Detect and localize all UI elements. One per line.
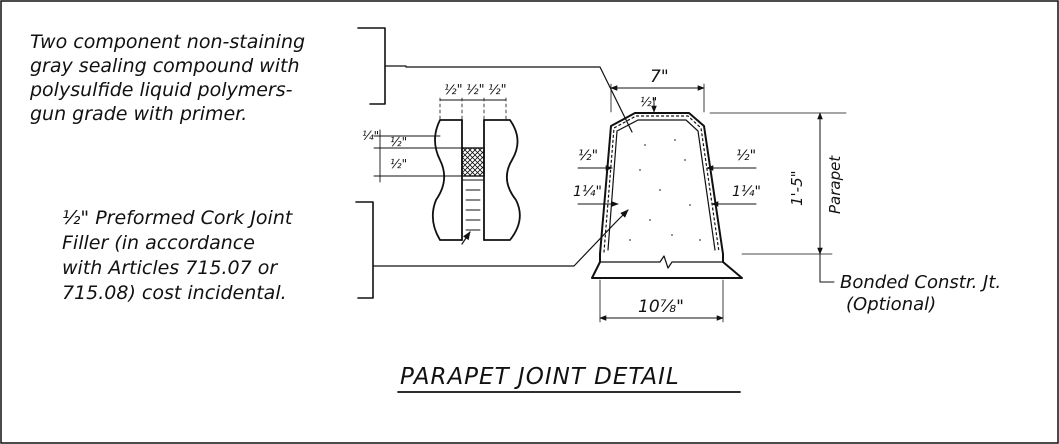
height-subtitle: Parapet <box>826 155 844 214</box>
drawing-title: PARAPET JOINT DETAIL <box>400 364 680 390</box>
filler-leader <box>372 221 617 267</box>
joint-dim-v2: ½" <box>390 135 407 149</box>
right-side-label: ½" <box>736 148 756 164</box>
sealant-note-line-2: gray sealing compound with <box>30 55 300 77</box>
joint-dim-guides <box>439 97 507 121</box>
top-width-label: 7" <box>650 67 669 87</box>
joint-filler-arrow <box>461 231 471 245</box>
parapet-outline <box>599 112 724 255</box>
joint-dim-v3: ½" <box>390 157 407 171</box>
sealant-note-line-3: polysulfide liquid polymers- <box>29 79 293 101</box>
right-cover-label: 1¼" <box>732 184 761 200</box>
left-cover-label: 1¼" <box>573 184 602 200</box>
joint-dim-v1: ¼" <box>362 129 379 143</box>
joint-dim-h1: ½" <box>444 83 463 98</box>
parapet-inner-line <box>607 119 716 251</box>
parapet-filler-arrow <box>615 209 629 223</box>
sealant-leader <box>384 65 633 133</box>
parapet-filler-band <box>603 115 720 253</box>
top-recess-label: ½" <box>640 95 657 109</box>
joint-dim-h3: ½" <box>488 83 507 98</box>
filler-note-bracket <box>355 201 374 299</box>
parapet-base-break <box>599 255 724 269</box>
parapet-concrete-stipple <box>629 139 701 241</box>
bonded-jt-leader <box>819 253 835 283</box>
sealant-note: Two component non-staining gray sealing … <box>29 27 633 133</box>
base-width-guides <box>599 279 724 323</box>
filler-note-line-4: 715.08) cost incidental. <box>62 282 287 304</box>
joint-dim-h2: ½" <box>466 83 485 98</box>
parapet-section: 7" ½" ½" 1¼" ½" 1¼" 10⅞" 1'-5" Parapet <box>573 67 847 323</box>
height-label: 1'-5" <box>788 170 806 206</box>
sealant-note-line-1: Two component non-staining <box>30 31 305 53</box>
sealant-note-bracket <box>357 27 386 105</box>
bonded-note-line-1: Bonded Constr. Jt. <box>840 272 1001 293</box>
joint-left-dim-ticks <box>373 129 463 183</box>
joint-cork-filler <box>461 179 485 231</box>
filler-note-line-2: Filler (in accordance <box>62 232 255 254</box>
joint-detail: ½" ½" ½" ¼" ½" ½" <box>362 83 521 245</box>
bonded-note-line-2: (Optional) <box>846 294 936 315</box>
left-side-label: ½" <box>578 148 598 164</box>
filler-note-line-3: with Articles 715.07 or <box>62 257 278 279</box>
filler-note: ½" Preformed Cork Joint Filler (in accor… <box>62 201 617 304</box>
sealant-note-line-4: gun grade with primer. <box>30 103 247 125</box>
base-width-label: 10⅞" <box>638 297 684 317</box>
joint-left-piece <box>431 119 463 241</box>
joint-right-piece <box>483 119 521 241</box>
joint-sealant-block <box>461 147 485 177</box>
height-guides <box>709 112 847 255</box>
filler-note-line-1: ½" Preformed Cork Joint <box>62 207 294 229</box>
parapet-base <box>591 253 743 279</box>
